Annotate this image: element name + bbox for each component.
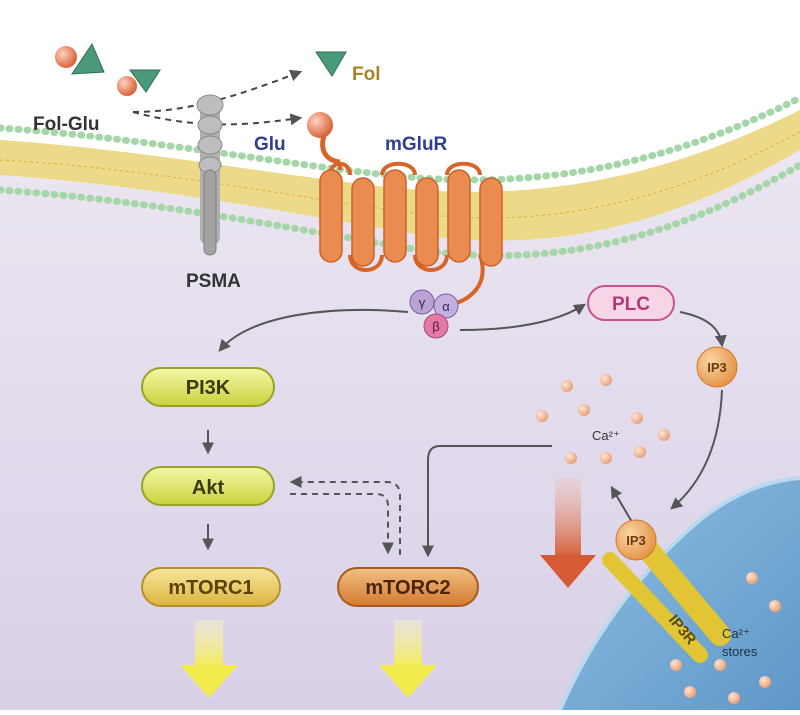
psma-receptor <box>196 94 224 256</box>
ca-cytosol-label: Ca²⁺ <box>592 428 620 443</box>
calcium-ion-icon <box>634 446 646 458</box>
calcium-ion-icon <box>565 452 577 464</box>
g-protein: γ α β <box>409 289 459 339</box>
ip3-receptor: IP3 IP3R <box>602 519 731 663</box>
ca-stores-word-label: stores <box>722 644 758 659</box>
pi3k-node: PI3K <box>141 367 275 407</box>
g-gamma-label: γ <box>419 295 426 310</box>
g-alpha-label: α <box>442 299 450 314</box>
pi3k-label: PI3K <box>186 377 231 399</box>
cleavage-arrow-glu <box>132 111 303 126</box>
plc-label: PLC <box>612 294 650 315</box>
calcium-ion-icon <box>684 686 696 698</box>
calcium-ion-icon <box>714 659 726 671</box>
fol-glu-label: Fol-Glu <box>33 114 99 135</box>
calcium-ion-icon <box>536 410 548 422</box>
calcium-stores: Ca²⁺ stores <box>670 572 781 704</box>
feedback-arrow-mtorc2-to-akt <box>289 476 401 555</box>
glu-label: Glu <box>254 134 286 155</box>
calcium-ion-icon <box>600 374 612 386</box>
arrow-ip3r-to-ca <box>610 485 633 523</box>
mglur-label: mGluR <box>385 134 448 155</box>
mtorc2-node: mTORC2 <box>337 567 479 607</box>
calcium-ion-icon <box>670 659 682 671</box>
mtorc2-output-arrow <box>379 620 437 698</box>
folate-triangle-icon <box>71 42 105 75</box>
calcium-ion-icon <box>658 429 670 441</box>
akt-node: Akt <box>141 466 275 506</box>
mtorc2-label: mTORC2 <box>365 577 450 599</box>
calcium-influx-arrow <box>540 478 596 588</box>
arrow-ip3-to-ip3r <box>670 389 723 510</box>
glutamate-sphere-icon <box>307 112 333 138</box>
arrow-g-to-pi3k <box>218 308 409 352</box>
mtorc1-node: mTORC1 <box>141 567 281 607</box>
ca-stores-ion-label: Ca²⁺ <box>722 626 750 641</box>
glutamate-sphere-icon <box>117 76 137 96</box>
ip3r-ligand-label: IP3 <box>626 533 646 548</box>
mtorc1-output-arrow <box>180 620 238 698</box>
calcium-ion-icon <box>578 404 590 416</box>
plc-node: PLC <box>587 285 675 321</box>
calcium-ion-icon <box>746 572 758 584</box>
ip3-node: IP3 <box>696 346 738 388</box>
mglur-receptor <box>307 112 503 307</box>
akt-label: Akt <box>192 477 225 499</box>
calcium-ion-icon <box>631 412 643 424</box>
cytosolic-calcium: Ca²⁺ <box>536 374 670 464</box>
calcium-ion-icon <box>728 692 740 704</box>
fol-label: Fol <box>352 64 381 85</box>
arrow-ca-to-mtorc2 <box>422 445 552 558</box>
calcium-ion-icon <box>561 380 573 392</box>
calcium-ion-icon <box>600 452 612 464</box>
mtorc1-label: mTORC1 <box>168 577 253 599</box>
g-beta-label: β <box>432 319 439 334</box>
calcium-ion-icon <box>769 600 781 612</box>
arrow-g-to-plc <box>459 303 587 331</box>
folate-triangle-icon <box>129 69 161 93</box>
folate-triangle-icon <box>315 51 347 77</box>
glutamate-sphere-icon <box>55 46 77 68</box>
psma-label: PSMA <box>186 271 241 292</box>
ip3-label: IP3 <box>707 360 727 375</box>
calcium-ion-icon <box>759 676 771 688</box>
arrow-plc-to-ip3 <box>679 311 727 348</box>
